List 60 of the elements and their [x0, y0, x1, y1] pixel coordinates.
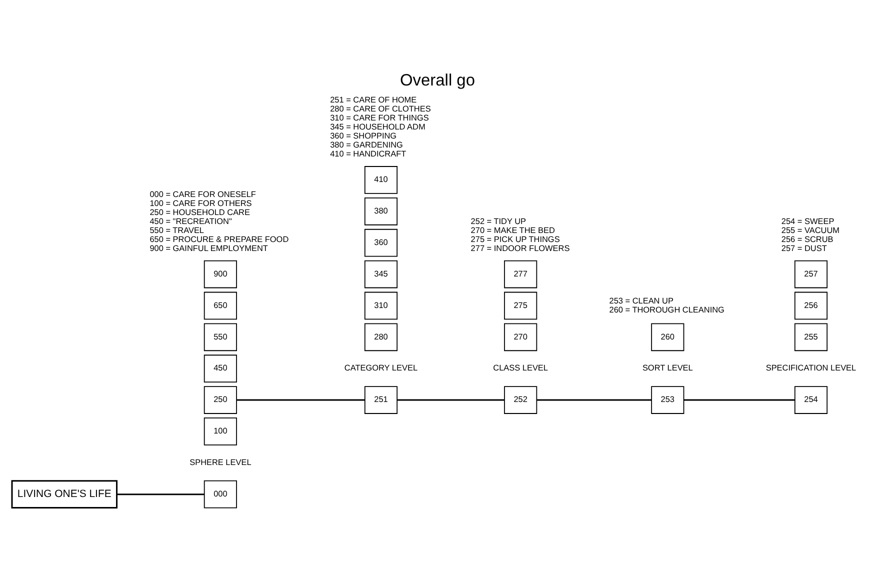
- connector: [116, 494, 204, 496]
- node-box: 900: [203, 260, 236, 288]
- node-box: 380: [364, 197, 398, 226]
- label: 260 = THOROUGH CLEANING: [608, 305, 724, 314]
- label: 900 = GAINFUL EMPLOYMENT: [149, 244, 268, 253]
- node-box: 253: [650, 386, 684, 414]
- diagram-title: Overall go: [400, 71, 474, 90]
- label: 000 = CARE FOR ONESELF: [149, 190, 256, 200]
- label: 380 = GARDENING: [330, 140, 402, 150]
- label: 650 = PROCURE & PREPARE FOOD: [149, 234, 288, 244]
- node-box: 260: [650, 323, 684, 352]
- node-box: LIVING ONE'S LIFE: [10, 480, 118, 509]
- label: 450 = "RECREATION": [149, 216, 232, 226]
- node-box: 100: [203, 418, 236, 446]
- label: 310 = CARE FOR THINGS: [330, 114, 428, 123]
- node-box: 275: [504, 292, 537, 320]
- node-box: 410: [364, 166, 398, 194]
- node-box: 360: [364, 228, 398, 257]
- node-box: 255: [794, 323, 828, 352]
- node-box: 310: [364, 292, 398, 320]
- node-box: 650: [203, 292, 236, 320]
- node-box: 450: [203, 354, 236, 382]
- label: 550 = TRAVEL: [149, 226, 204, 235]
- label: 277 = INDOOR FLOWERS: [470, 244, 570, 253]
- label: 256 = SCRUB: [780, 234, 833, 244]
- node-box: 270: [504, 323, 537, 352]
- label: CLASS LEVEL: [492, 364, 548, 373]
- label: 254 = SWEEP: [780, 216, 834, 226]
- label: 255 = VACUUM: [780, 226, 840, 235]
- node-box: 000: [203, 480, 236, 508]
- connector: [683, 399, 794, 401]
- node-box: 550: [203, 323, 236, 352]
- node-box: 256: [794, 292, 828, 320]
- label: 275 = PICK UP THINGS: [470, 234, 560, 244]
- label: 251 = CARE OF HOME: [330, 96, 416, 105]
- node-box: 277: [504, 260, 537, 288]
- node-box: 250: [203, 386, 236, 414]
- node-box: 257: [794, 260, 828, 288]
- node-box: 280: [364, 323, 398, 352]
- label: 252 = TIDY UP: [470, 216, 526, 226]
- label: 345 = HOUSEHOLD ADM: [330, 122, 425, 132]
- label: SPHERE LEVEL: [189, 458, 251, 467]
- connector: [536, 399, 651, 401]
- label: 250 = HOUSEHOLD CARE: [149, 208, 250, 217]
- node-box: 252: [504, 386, 537, 414]
- node-box: 254: [794, 386, 828, 414]
- connector: [236, 399, 364, 401]
- connector: [396, 399, 504, 401]
- label: 100 = CARE FOR OTHERS: [149, 199, 252, 208]
- label: 270 = MAKE THE BED: [470, 226, 554, 235]
- label: SORT LEVEL: [642, 364, 692, 373]
- node-box: 345: [364, 260, 398, 288]
- label: 253 = CLEAN UP: [608, 296, 673, 306]
- label: 280 = CARE OF CLOTHES: [330, 104, 430, 114]
- label: SPECIFICATION LEVEL: [765, 364, 856, 373]
- label: 410 = HANDICRAFT: [330, 150, 406, 159]
- label: 360 = SHOPPING: [330, 132, 396, 141]
- label: 257 = DUST: [780, 244, 826, 253]
- node-box: 251: [364, 386, 398, 414]
- label: CATEGORY LEVEL: [344, 364, 418, 373]
